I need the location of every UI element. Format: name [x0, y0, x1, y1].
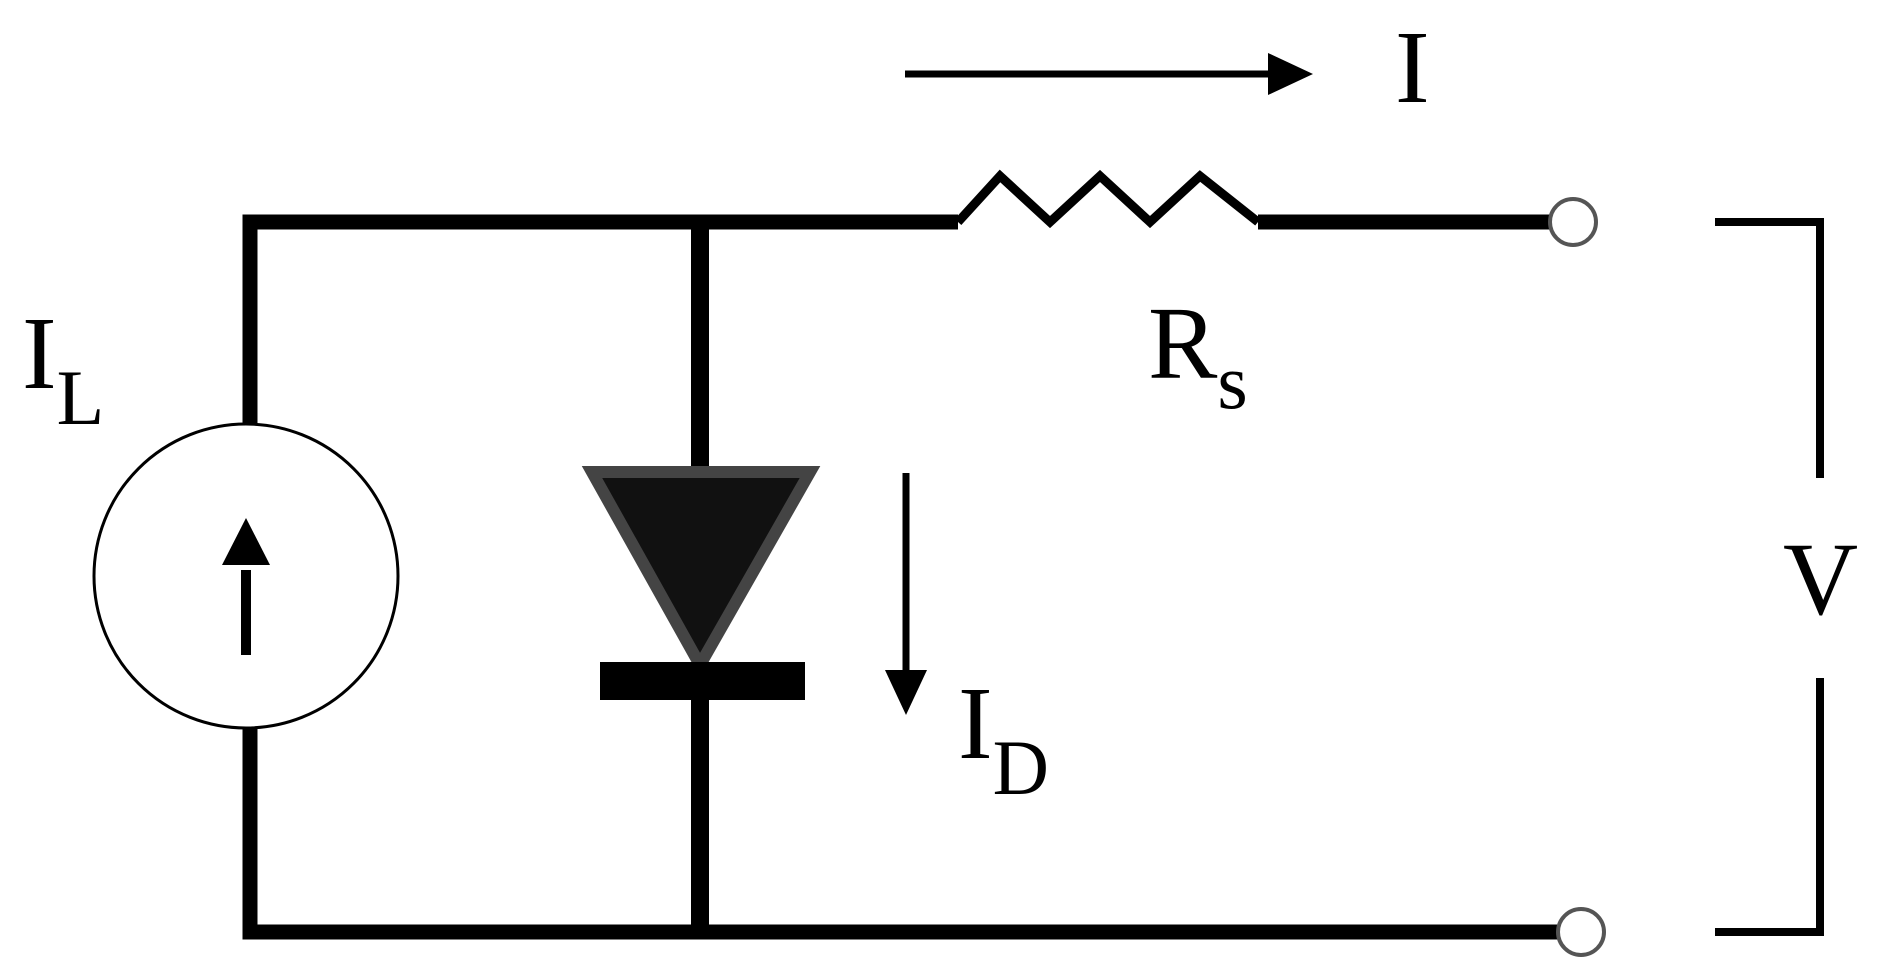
diode — [581, 222, 821, 932]
source-current-label: IL — [22, 296, 104, 441]
diode-cathode-bar — [600, 662, 805, 700]
output-current-arrow-icon — [905, 53, 1313, 95]
current-source — [92, 422, 400, 730]
bottom-terminal — [1556, 907, 1606, 957]
bottom-wire — [242, 728, 1557, 940]
diode-current-arrow-icon — [885, 473, 927, 715]
top-terminal — [1548, 197, 1598, 247]
top-wire-left — [242, 214, 958, 425]
voltage-bracket — [1715, 218, 1824, 936]
voltage-label: V — [1783, 522, 1858, 637]
diode-triangle — [581, 466, 821, 678]
series-resistor — [954, 169, 1261, 229]
series-resistance-label: Rs — [1148, 286, 1248, 425]
output-current-label: I — [1395, 10, 1430, 125]
diode-current-label: ID — [958, 666, 1049, 811]
current-source-arrow-icon — [222, 518, 270, 565]
